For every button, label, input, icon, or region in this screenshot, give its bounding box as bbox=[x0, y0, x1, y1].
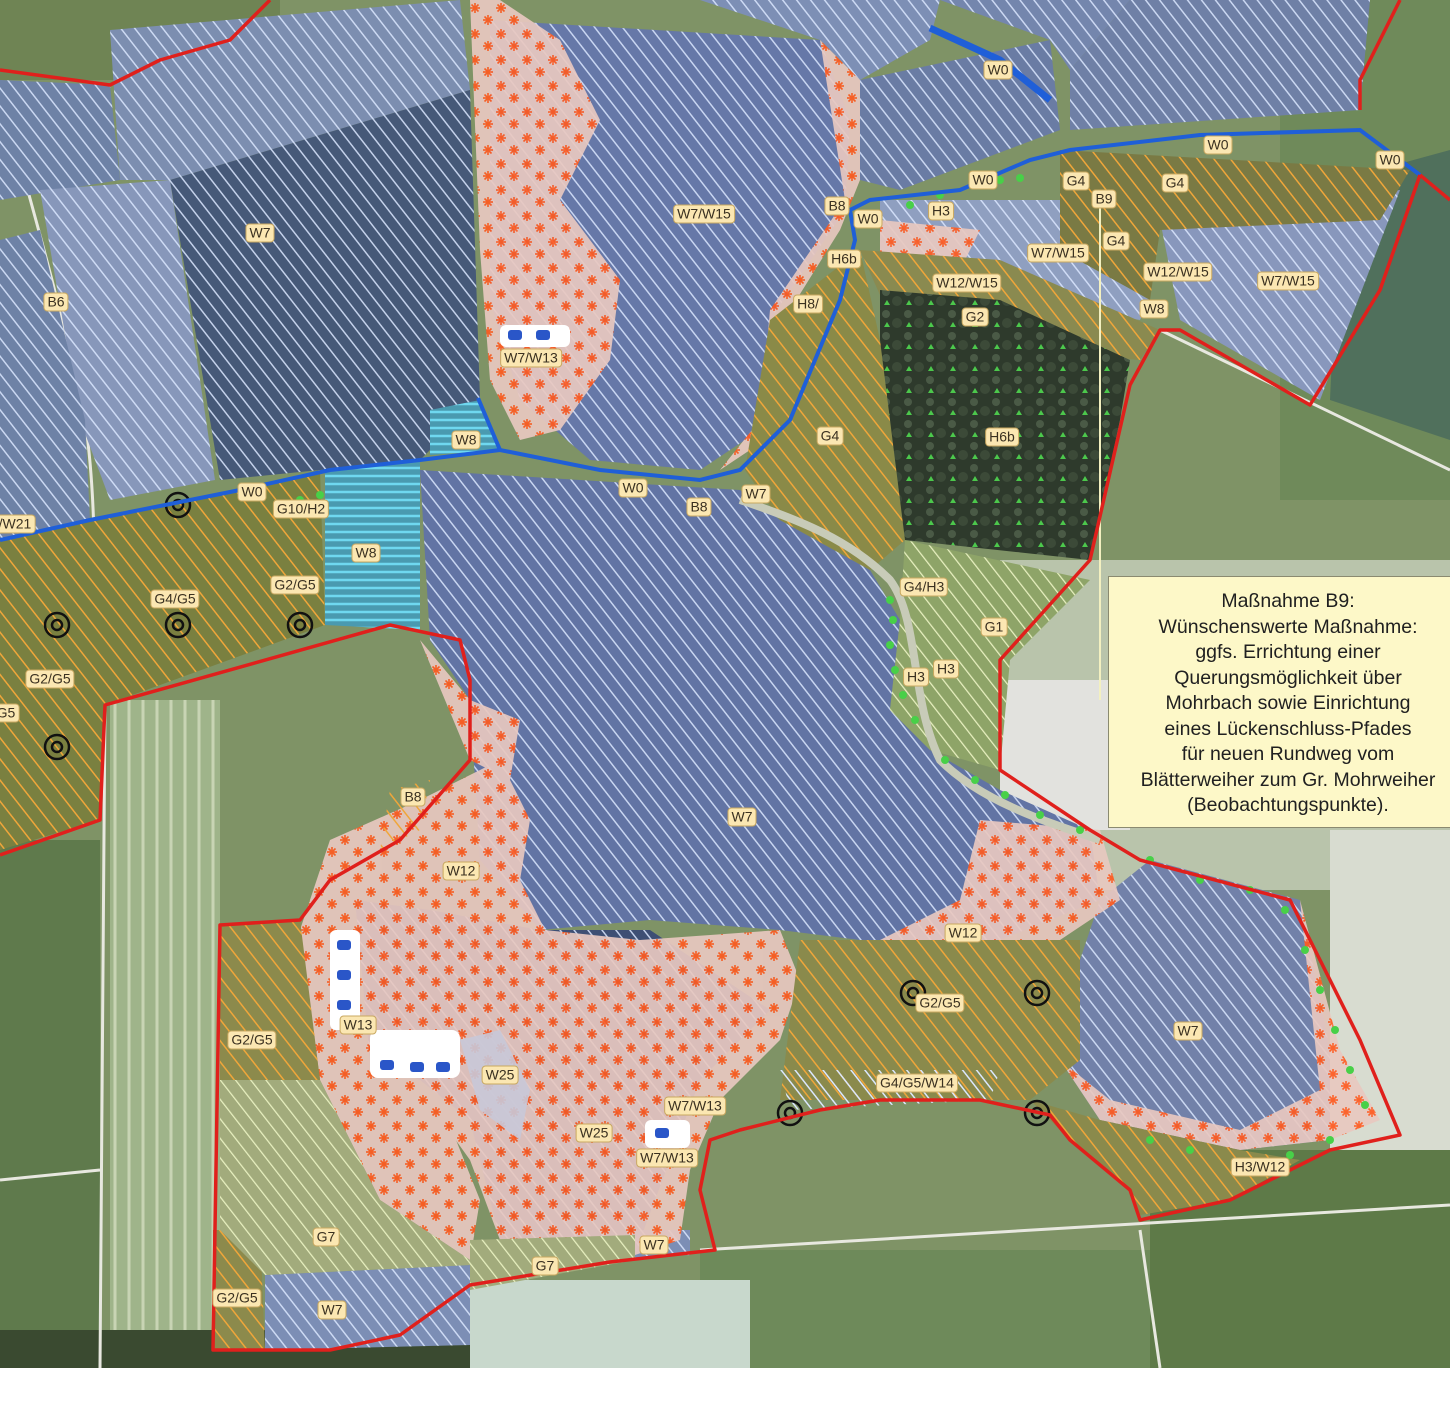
note-line: Mohrbach sowie Einrichtung bbox=[1165, 692, 1411, 714]
map-label: W7 bbox=[741, 484, 771, 504]
map-label: G10/H2 bbox=[272, 499, 330, 519]
map-label: H6b bbox=[985, 427, 1019, 447]
note-line: (Beobachtungspunkte). bbox=[1187, 794, 1389, 816]
map-label: G5 bbox=[0, 703, 20, 723]
note-line: ggfs. Errichtung einer bbox=[1195, 641, 1381, 663]
map-label: W7 bbox=[245, 223, 275, 243]
map-label: G7 bbox=[312, 1227, 340, 1247]
map-label: G4 bbox=[1102, 231, 1130, 251]
map-label: W7 bbox=[1173, 1021, 1203, 1041]
map-label: H3 bbox=[933, 659, 959, 679]
map-label: W8 bbox=[351, 543, 381, 563]
map-label: W7/W13 bbox=[500, 348, 562, 368]
note-line: eines Lückenschluss-Pfades bbox=[1164, 717, 1412, 740]
map-label: W7 bbox=[317, 1300, 347, 1320]
map-label: H3 bbox=[903, 667, 929, 687]
measure-b9-note: Maßnahme B9: Wünschenswerte Maßnahme: gg… bbox=[1108, 576, 1450, 828]
note-line: Blätterweiher zum Gr. Mohrweiher bbox=[1140, 768, 1436, 791]
map-label: B6 bbox=[43, 292, 69, 312]
map-label: W12/W15 bbox=[932, 273, 1002, 293]
map-label: G4/G5/W14 bbox=[876, 1073, 958, 1093]
map-label: W12/W15 bbox=[1143, 262, 1213, 282]
note-line: Maßnahme B9: bbox=[1221, 590, 1355, 612]
map-label: W7 bbox=[727, 807, 757, 827]
map-label: G4 bbox=[1161, 173, 1189, 193]
map-label: G7 bbox=[531, 1256, 559, 1276]
map-label: G4/H3 bbox=[899, 577, 949, 597]
map-label: G4 bbox=[816, 426, 844, 446]
map-label: W0 bbox=[1375, 150, 1405, 170]
map-label: W0 bbox=[237, 482, 267, 502]
map-label: W0 bbox=[618, 478, 648, 498]
map-label: W12 bbox=[442, 861, 480, 881]
map-label: W13 bbox=[339, 1015, 377, 1035]
map-label: H8/ bbox=[793, 294, 823, 314]
note-line: Querungsmöglichkeit über bbox=[1174, 666, 1402, 689]
map-label: G4 bbox=[1062, 171, 1090, 191]
map-label: W7/W13 bbox=[664, 1096, 726, 1116]
note-line: für neuen Rundweg vom bbox=[1181, 743, 1395, 765]
map-label: G2/G5 bbox=[270, 575, 320, 595]
map-label: W0 bbox=[983, 60, 1013, 80]
map-label: W0 bbox=[1203, 135, 1233, 155]
map-label: G2 bbox=[961, 307, 989, 327]
map-label: /W21 bbox=[0, 514, 36, 534]
map-label: B9 bbox=[1091, 189, 1117, 209]
map-label: G1 bbox=[980, 617, 1008, 637]
map-label: W7/W15 bbox=[1257, 271, 1319, 291]
map-label: G4/G5 bbox=[150, 589, 200, 609]
map-label: W25 bbox=[575, 1123, 613, 1143]
map-label: G2/G5 bbox=[227, 1030, 277, 1050]
map-label: W8 bbox=[1139, 299, 1169, 319]
map-label: B8 bbox=[824, 196, 850, 216]
map-label: W7/W13 bbox=[636, 1148, 698, 1168]
map-label: B8 bbox=[400, 787, 426, 807]
map-label: G2/G5 bbox=[212, 1288, 262, 1308]
note-line: Wünschenswerte Maßnahme: bbox=[1158, 615, 1418, 638]
map-label: W0 bbox=[968, 170, 998, 190]
map-label: B8 bbox=[686, 497, 712, 517]
map-label: W8 bbox=[451, 430, 481, 450]
map-label: W12 bbox=[944, 923, 982, 943]
map-label: H6b bbox=[827, 249, 861, 269]
map-label: W7/W15 bbox=[673, 204, 735, 224]
map-label: G2/G5 bbox=[915, 993, 965, 1013]
map-label: H3/W12 bbox=[1230, 1157, 1290, 1177]
map-label: H3 bbox=[928, 201, 954, 221]
map-label: G2/G5 bbox=[25, 669, 75, 689]
map-label: W0 bbox=[853, 209, 883, 229]
map-label: W7/W15 bbox=[1027, 243, 1089, 263]
map-label: W7 bbox=[639, 1235, 669, 1255]
map-label: W25 bbox=[481, 1065, 519, 1085]
